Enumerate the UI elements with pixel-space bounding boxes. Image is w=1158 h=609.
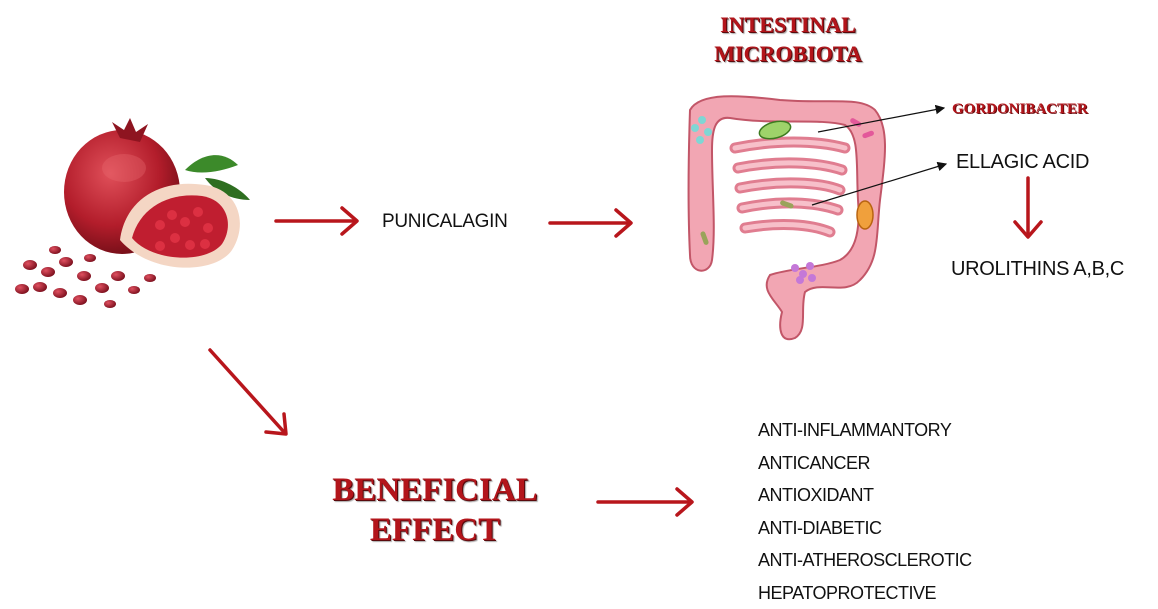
effects-list: ANTI-INFLAMMANTORY ANTICANCER ANTIOXIDAN… <box>758 414 972 609</box>
effect-item: ANTI-INFLAMMANTORY <box>758 414 972 447</box>
effect-item: ANTICANCER <box>758 447 972 480</box>
urolithins-label: UROLITHINS A,B,C <box>951 258 1124 281</box>
pomegranate-image <box>15 118 250 308</box>
arrow-punicalagin-to-microbiota <box>550 210 631 236</box>
beneficial-effect-line-1: BENEFICIAL <box>320 470 550 510</box>
beneficial-effect-line-2: EFFECT <box>320 510 550 550</box>
ellagic-acid-label: ELLAGIC ACID <box>956 151 1089 174</box>
gordonibacter-label: GORDONIBACTER <box>952 101 1088 118</box>
arrow-fruit-to-punicalagin <box>276 208 357 234</box>
arrow-fruit-to-beneficial <box>210 350 286 434</box>
intestine-image <box>689 96 886 339</box>
effect-item: ANTI-DIABETIC <box>758 512 972 545</box>
punicalagin-label: PUNICALAGIN <box>382 211 508 233</box>
effect-item: HEPATOPROTECTIVE <box>758 577 972 609</box>
effect-item: ANTIOXIDANT <box>758 479 972 512</box>
arrow-ellagic-to-urolithins <box>1015 178 1041 237</box>
microbiota-title-line-2: MICROBIOTA <box>688 39 888 68</box>
microbiota-title-line-1: INTESTINAL <box>688 10 888 39</box>
arrow-beneficial-to-effects <box>598 489 692 515</box>
microbiota-title: INTESTINAL MICROBIOTA <box>688 10 888 68</box>
beneficial-effect-title: BENEFICIAL EFFECT <box>320 470 550 550</box>
effect-item: ANTI-ATHEROSCLEROTIC <box>758 544 972 577</box>
